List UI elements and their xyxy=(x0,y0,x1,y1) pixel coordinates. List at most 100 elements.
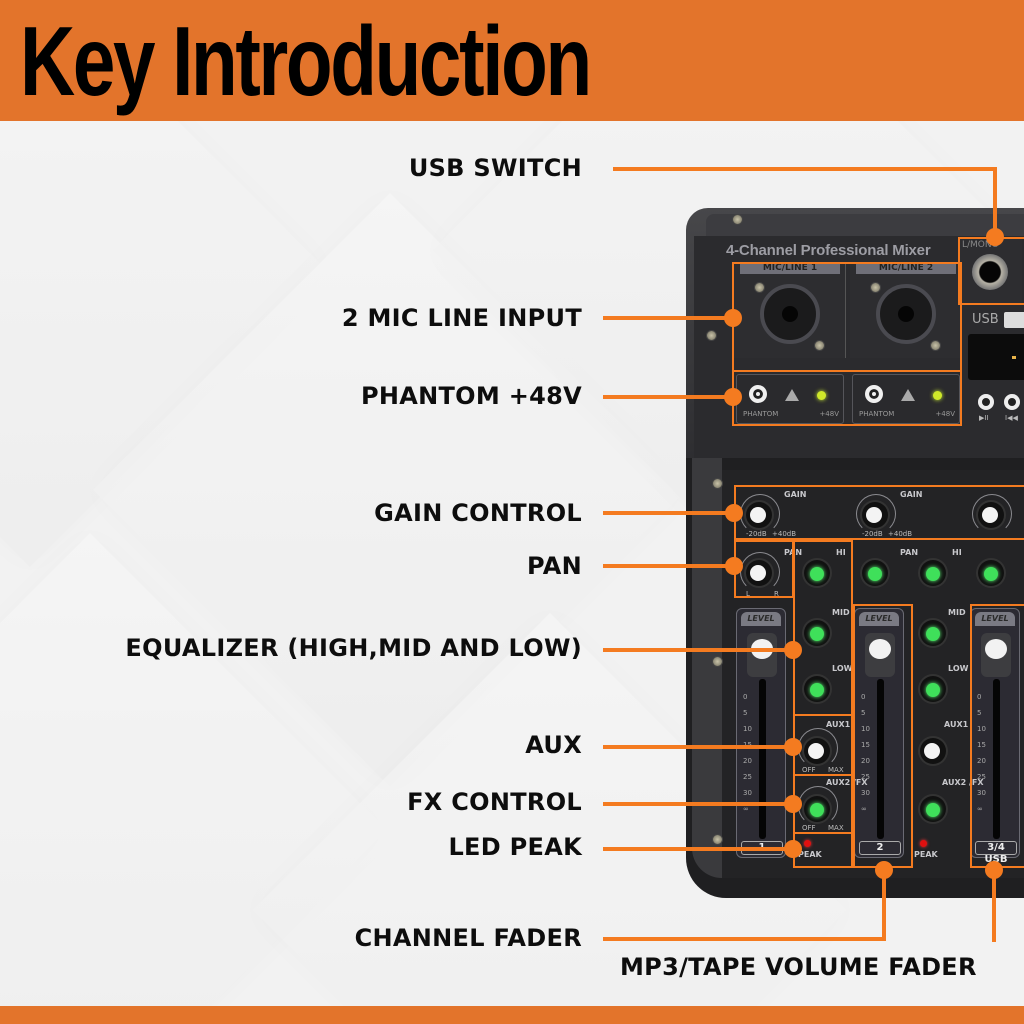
highlight-fx xyxy=(793,774,853,834)
fx-knob-1[interactable] xyxy=(804,796,830,822)
leader-line-fx xyxy=(603,802,793,806)
pan-knob-3[interactable] xyxy=(978,560,1004,586)
screw-icon xyxy=(732,214,743,225)
gain-min-label: -20dB xyxy=(746,530,767,538)
highlight-usb-switch xyxy=(958,237,1024,305)
warning-icon xyxy=(785,389,799,401)
gain-scale xyxy=(972,494,1012,534)
highlight-eq xyxy=(793,540,853,716)
eq-hi-knob-1[interactable] xyxy=(804,560,830,586)
callout-dot-icon xyxy=(986,228,1004,246)
callout-dot-icon xyxy=(784,840,802,858)
aux1-max-label: MAX xyxy=(828,766,844,774)
screw-icon xyxy=(930,340,941,351)
peak-label: PEAK xyxy=(798,850,822,859)
eq-hi-label: HI xyxy=(836,548,846,557)
quarter-inch-jack-icon[interactable] xyxy=(972,254,1008,290)
callout-led-peak: LED PEAK xyxy=(448,833,582,861)
leader-line-usb-fader-vertical xyxy=(992,870,996,942)
mic-line-2-panel: MIC/LINE 2 xyxy=(850,262,962,358)
callout-dot-icon xyxy=(784,641,802,659)
pan-left-label: L xyxy=(746,590,750,598)
pan-right-label: R xyxy=(774,590,779,598)
mic-line-2-label: MIC/LINE 2 xyxy=(856,262,956,274)
warning-icon xyxy=(901,389,915,401)
aux2-fx-label: AUX2 /FX xyxy=(826,778,868,787)
mixer-top-lip xyxy=(706,214,1024,236)
fader-level-label: LEVEL xyxy=(975,612,1015,626)
fx-max-label: MAX xyxy=(828,824,844,832)
fader-cap[interactable] xyxy=(865,633,895,677)
eq-mid-knob-1[interactable] xyxy=(804,620,830,646)
xlr-combo-jack-icon[interactable] xyxy=(876,284,936,344)
aux1-knob-1[interactable] xyxy=(804,738,830,764)
eq-low-knob-1[interactable] xyxy=(804,676,830,702)
fx-knob-2[interactable] xyxy=(920,796,946,822)
eq-hi-label: HI xyxy=(952,548,962,557)
gain-label: GAIN xyxy=(900,490,923,499)
eq-hi-knob-2[interactable] xyxy=(920,560,946,586)
page-title: Key Introduction xyxy=(20,6,592,116)
eq-mid-knob-2[interactable] xyxy=(920,620,946,646)
gain-knob-1[interactable] xyxy=(746,502,772,528)
fader-slot xyxy=(877,679,884,839)
usb-label: USB xyxy=(972,312,999,327)
callout-phantom: PHANTOM +48V xyxy=(360,382,582,410)
phantom-label: PHANTOM xyxy=(859,410,895,418)
leader-line-pan xyxy=(603,564,733,568)
mp3-display xyxy=(968,334,1024,380)
pan-knob-2[interactable] xyxy=(862,560,888,586)
eq-low-label: LOW xyxy=(832,664,853,673)
pan-knob-1[interactable] xyxy=(746,560,772,586)
fader-level-label: LEVEL xyxy=(741,612,781,626)
phantom-label: PHANTOM xyxy=(743,410,779,418)
mic-line-1-panel: MIC/LINE 1 xyxy=(734,262,846,358)
callout-gain-control: GAIN CONTROL xyxy=(374,499,582,527)
callout-channel-fader: CHANNEL FADER xyxy=(354,924,582,952)
leader-line-usb-vertical xyxy=(993,167,997,237)
callout-dot-icon xyxy=(784,738,802,756)
phantom-led-icon xyxy=(933,391,942,400)
phantom-panel-2: PHANTOM +48V xyxy=(852,374,960,424)
fader-cap[interactable] xyxy=(981,633,1011,677)
gain-max-label: +40dB xyxy=(772,530,797,538)
callout-dot-icon xyxy=(724,309,742,327)
callout-aux: AUX xyxy=(525,731,582,759)
previous-button[interactable] xyxy=(1004,394,1020,410)
screw-icon xyxy=(712,478,723,489)
phantom-button[interactable] xyxy=(749,385,767,403)
gain-knob-3[interactable] xyxy=(978,502,1004,528)
screw-icon xyxy=(814,340,825,351)
eq-low-knob-2[interactable] xyxy=(920,676,946,702)
leader-line-channel-fader xyxy=(603,937,886,941)
play-pause-button[interactable] xyxy=(978,394,994,410)
eq-low-label: LOW xyxy=(948,664,969,673)
phantom-button[interactable] xyxy=(865,385,883,403)
play-pause-icon: ▶II xyxy=(979,414,989,422)
usb-port-icon[interactable] xyxy=(1004,312,1024,328)
callout-pan: PAN xyxy=(527,552,582,580)
aux2-fx-label: AUX2 /FX xyxy=(942,778,984,787)
peak-led-icon xyxy=(920,840,927,847)
phantom-led-icon xyxy=(817,391,826,400)
leader-line-eq xyxy=(603,648,793,652)
voltage-label: +48V xyxy=(819,410,839,418)
highlight-mic-inputs xyxy=(732,262,962,372)
channel-number: 3/4 USB xyxy=(975,841,1017,865)
highlight-aux xyxy=(793,714,853,776)
aux1-min-label: OFF xyxy=(802,766,816,774)
aux1-knob-2[interactable] xyxy=(920,738,946,764)
eq-mid-label: MID xyxy=(832,608,850,617)
xlr-combo-jack-icon[interactable] xyxy=(760,284,820,344)
jack-label: L/MONO xyxy=(962,240,999,250)
gain-knob-2[interactable] xyxy=(862,502,888,528)
fader-cap[interactable] xyxy=(747,633,777,677)
callout-usb-switch: USB SWITCH xyxy=(408,154,582,182)
usb-switch-panel: L/MONO xyxy=(958,238,1022,304)
header-banner: Key Introduction xyxy=(0,0,1024,121)
